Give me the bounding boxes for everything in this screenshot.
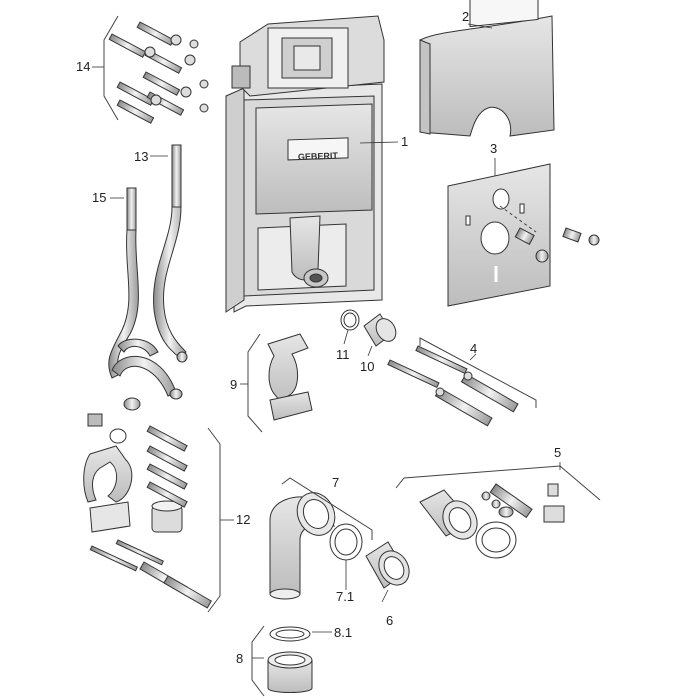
part-9-pipe-bracket: [267, 333, 313, 421]
bracket-4: [419, 337, 537, 408]
callout-13: 13: [134, 149, 149, 164]
part-6-reducer: [365, 541, 410, 589]
part-7-1-seal: [329, 523, 363, 561]
callout-6: 6: [386, 613, 394, 628]
callout-7-1: 7.1: [336, 589, 355, 604]
part-15-actuating-rod: [108, 187, 183, 411]
callout-3: 3: [490, 141, 498, 156]
part-14-fixing-bolts: [108, 21, 209, 124]
bracket-8: [251, 625, 265, 697]
callout-8-1: 8.1: [334, 625, 353, 640]
part-13-connection-rod: [153, 144, 188, 363]
bracket-9: [247, 333, 263, 433]
callout-11: 11: [336, 347, 350, 362]
bracket-12: [207, 427, 221, 613]
callout-14: 14: [76, 59, 91, 74]
callout-12: 12: [236, 512, 251, 527]
bracket-14: [103, 15, 119, 121]
part-1-installation-frame: [225, 15, 385, 313]
part-8-1-seal-ring: [269, 626, 311, 642]
callout-10: 10: [360, 359, 375, 374]
callout-2: 2: [462, 9, 470, 24]
part-12-fixing-set: [83, 413, 212, 609]
callout-9: 9: [230, 377, 238, 392]
callout-1: 1: [401, 134, 409, 149]
bracket-7: [281, 477, 373, 540]
part-5-connection-set: [419, 483, 565, 559]
callout-5: 5: [554, 445, 562, 460]
bracket-5: [395, 465, 601, 501]
frame-brand-logo: GEBERIT: [298, 151, 339, 162]
callout-7: 7: [332, 475, 340, 490]
part-11-seal-ring: [340, 309, 360, 331]
callout-8: 8: [236, 651, 244, 666]
part-7-connection-bend: [269, 492, 336, 600]
part-10-connector-sleeve: [363, 313, 397, 347]
leader-lines: [92, 23, 561, 659]
callout-4: 4: [470, 341, 478, 356]
part-3-sound-insulation-set: [447, 163, 600, 307]
callout-15: 15: [92, 190, 107, 205]
part-8-pipe-connector: [267, 651, 313, 693]
part-4-threaded-rods: [387, 345, 519, 427]
part-2-protective-cover: [419, 0, 555, 137]
